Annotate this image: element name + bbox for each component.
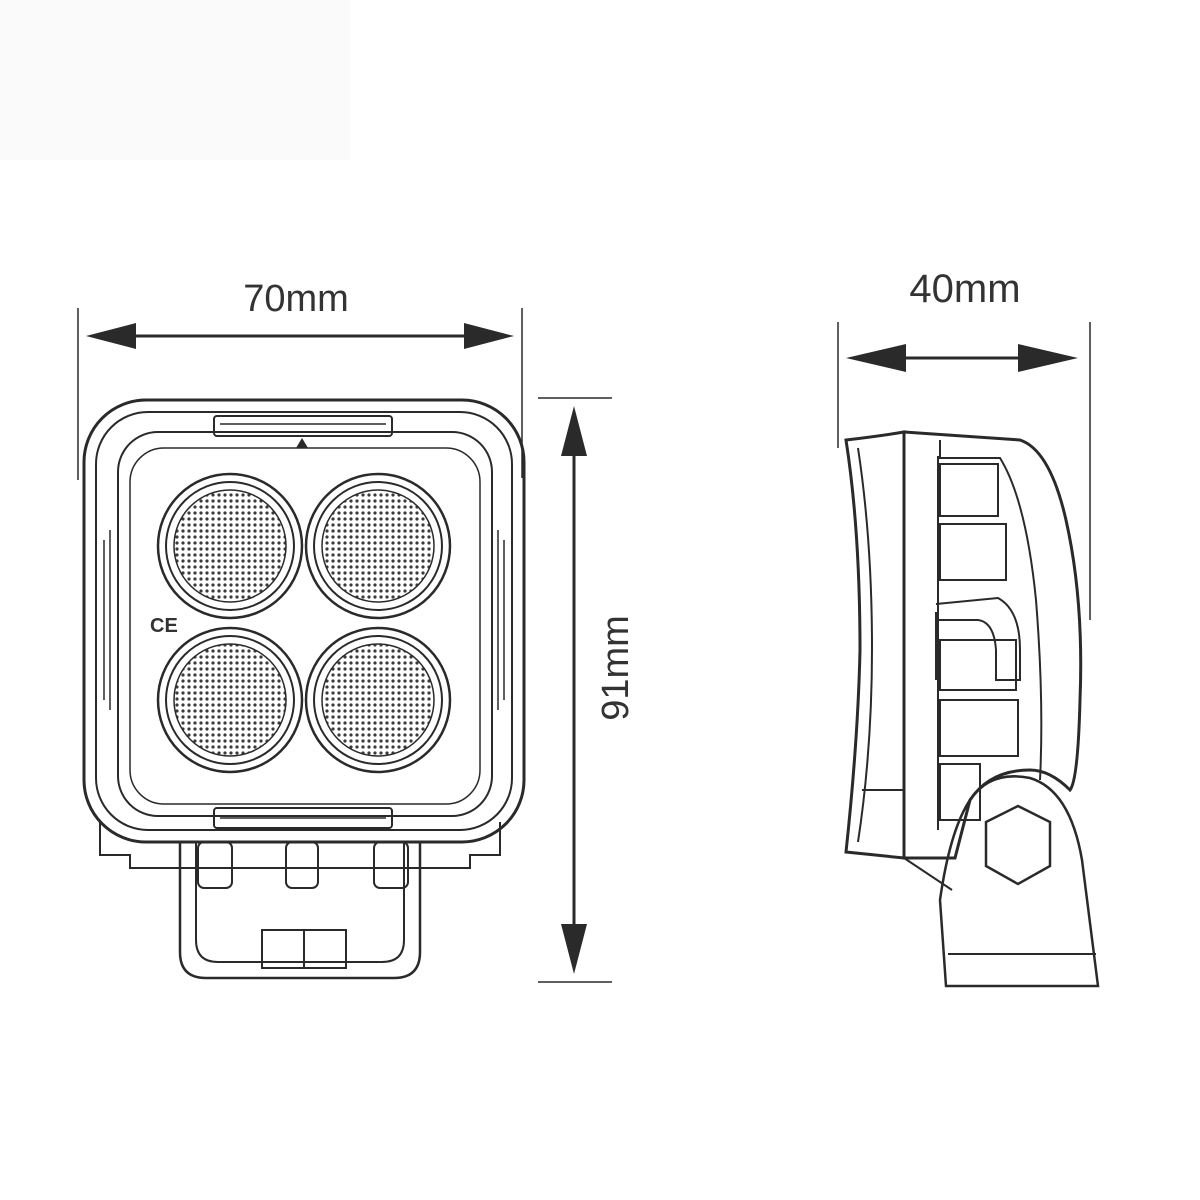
arrow-right-icon [464, 323, 514, 349]
depth-dimension: 40mm [837, 267, 1091, 620]
led-grid [156, 472, 452, 774]
front-view: 70mm 91mm [77, 278, 637, 983]
arrow-left-icon [846, 344, 906, 372]
height-label: 91mm [595, 615, 637, 721]
width-dimension: 70mm [77, 278, 523, 480]
arrow-left-icon [86, 323, 136, 349]
led-module [304, 472, 452, 620]
ce-mark: CE [150, 615, 178, 637]
led-module [304, 626, 452, 774]
corner-tint [0, 0, 350, 160]
side-view: 40mm [837, 267, 1100, 988]
depth-label: 40mm [909, 267, 1020, 311]
arrow-up-icon [561, 406, 587, 456]
height-dimension: 91mm [538, 397, 637, 983]
hex-bolt-icon [984, 804, 1052, 886]
led-module [156, 626, 304, 774]
warning-triangle-icon [296, 438, 308, 448]
side-bracket [938, 775, 1100, 988]
arrow-right-icon [1018, 344, 1078, 372]
lamp-housing [82, 398, 526, 844]
led-module [156, 472, 304, 620]
mounting-bracket [99, 822, 501, 980]
arrow-down-icon [561, 924, 587, 974]
side-housing [844, 430, 1083, 891]
width-label: 70mm [243, 278, 349, 320]
